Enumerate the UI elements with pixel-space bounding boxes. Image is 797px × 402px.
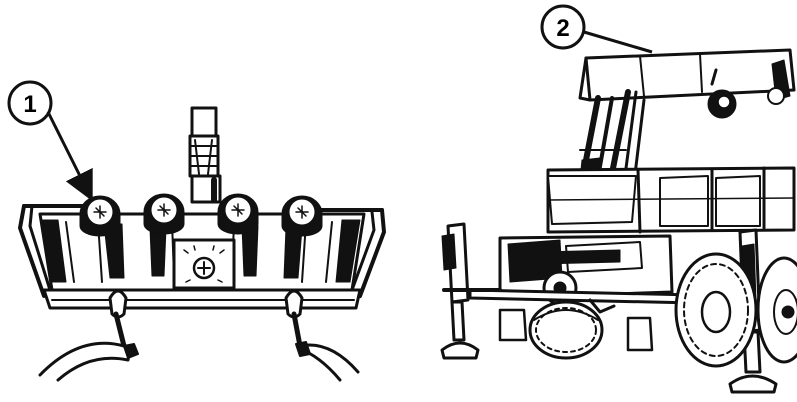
antenna-mast bbox=[190, 108, 220, 202]
callout-2: 2 bbox=[542, 6, 652, 52]
control-knob-2 bbox=[144, 194, 184, 234]
cargo-bed bbox=[548, 168, 794, 232]
callout-1-leader bbox=[48, 112, 90, 196]
center-dial-plate bbox=[174, 240, 234, 288]
callout-2-label: 2 bbox=[556, 15, 569, 42]
left-outrigger bbox=[442, 224, 500, 358]
crane-truck bbox=[442, 50, 797, 392]
control-knob-3 bbox=[218, 194, 258, 234]
front-wheel-right bbox=[676, 254, 756, 366]
control-knob-1 bbox=[80, 196, 120, 236]
callout-1: 1 bbox=[9, 82, 90, 196]
rear-wheel bbox=[758, 258, 797, 362]
front-wheel-left bbox=[530, 302, 602, 358]
callout-1-label: 1 bbox=[23, 91, 36, 118]
callout-2-leader bbox=[584, 32, 652, 52]
control-knob-4 bbox=[282, 196, 322, 236]
remote-control-unit bbox=[20, 108, 384, 380]
